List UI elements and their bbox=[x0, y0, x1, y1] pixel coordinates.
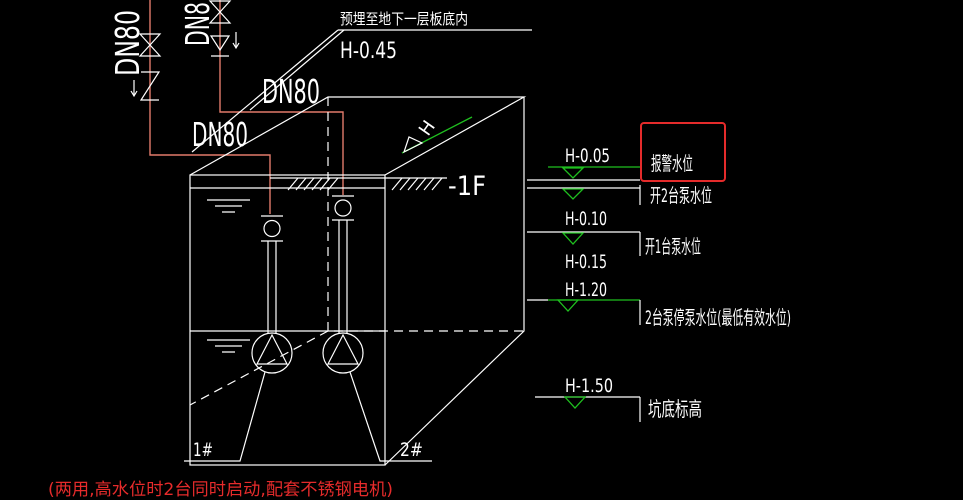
pipe-size-label-lower: DN80 bbox=[192, 115, 248, 154]
alarm-level-highlight-box bbox=[640, 122, 726, 182]
pump-2-label: 2# bbox=[400, 439, 423, 461]
start-two-pumps-triangle-icon bbox=[561, 188, 585, 200]
pit-bottom-triangle-icon bbox=[563, 396, 587, 409]
pump-2-impeller-icon bbox=[327, 333, 359, 365]
start-one-pump-elevation-lower: H-0.15 bbox=[565, 251, 607, 273]
pit-bottom-description: 坑底标高 bbox=[648, 397, 702, 421]
stop-pumps-triangle-icon bbox=[556, 299, 580, 312]
stop-pumps-description: 2台泵停泵水位(最低有效水位) bbox=[645, 307, 791, 329]
pump-1-riser bbox=[267, 241, 277, 333]
embed-note-leader-1 bbox=[191, 29, 339, 153]
riser-1-size-label: DN80 bbox=[108, 10, 147, 76]
embed-note-text: 预埋至地下一层板底内 bbox=[340, 10, 468, 28]
riser-2-size-label: DN8 bbox=[178, 2, 217, 46]
alarm-level-elevation: H-0.05 bbox=[565, 145, 610, 167]
water-level-stop-pumps: H-1.20 2台泵停泵水位(最低有效水位) bbox=[527, 279, 791, 329]
water-level-pit-bottom: H-1.50 坑底标高 bbox=[535, 375, 702, 422]
water-level-start-one-pump: H-0.10 开1台泵水位 H-0.15 bbox=[527, 208, 701, 273]
start-one-pump-elevation-upper: H-0.10 bbox=[565, 208, 607, 230]
pump-2-icon bbox=[322, 332, 364, 374]
discharge-pipe-2-group: DN8 bbox=[178, 0, 344, 195]
discharge-pipe-1 bbox=[149, 0, 271, 214]
pump-1-icon bbox=[251, 332, 293, 374]
pit-bottom-elevation: H-1.50 bbox=[565, 375, 613, 397]
start-one-pump-triangle-icon bbox=[561, 232, 585, 245]
embed-note-elevation: H-0.45 bbox=[340, 39, 397, 64]
pump-1-assembly: 1# bbox=[184, 215, 293, 462]
alarm-level-description: 报警水位 bbox=[651, 153, 693, 175]
floor-level-label: -1F bbox=[448, 171, 486, 202]
check-valve-2-icon bbox=[209, 35, 231, 57]
water-surface-low-icon bbox=[207, 339, 250, 353]
gate-valve-2-icon bbox=[208, 0, 232, 24]
pump-footnote: (两用,高水位时2台同时启动,配套不锈钢电机) bbox=[48, 480, 393, 500]
discharge-pipe-1-group: DN80 bbox=[108, 0, 271, 214]
start-two-pumps-description: 开2台泵水位 bbox=[650, 185, 712, 207]
pump-1-label: 1# bbox=[193, 439, 213, 461]
pump-2-leader bbox=[349, 371, 432, 462]
pump-2-assembly: 2# bbox=[322, 195, 432, 462]
flow-arrow-1-icon bbox=[130, 80, 138, 98]
floor-slab: -1F bbox=[270, 171, 486, 202]
pump-2-valve-flanges bbox=[332, 195, 354, 221]
embed-note-leader-2 bbox=[249, 29, 345, 111]
alarm-level-triangle-icon bbox=[561, 167, 585, 179]
pump-2-riser bbox=[338, 220, 348, 333]
water-surface-high-icon bbox=[207, 199, 250, 213]
stop-pumps-elevation: H-1.20 bbox=[565, 279, 607, 301]
water-level-alarm: H-0.05 报警水位 bbox=[527, 145, 693, 181]
flow-arrow-2-icon bbox=[232, 32, 240, 50]
pump-1-ball-valve-icon bbox=[263, 219, 281, 238]
water-level-start-two-pumps: 开2台泵水位 bbox=[527, 185, 712, 207]
sump-pit-right-face bbox=[384, 97, 525, 466]
floor-slab-hatch bbox=[287, 177, 443, 191]
pump-2-ball-valve-icon bbox=[334, 199, 352, 217]
slope-mark-arrow-icon bbox=[402, 136, 424, 154]
pump-1-impeller-icon bbox=[256, 333, 288, 365]
check-valve-1-icon bbox=[139, 71, 161, 101]
start-one-pump-description: 开1台泵水位 bbox=[645, 236, 701, 258]
pump-1-valve-flanges bbox=[261, 215, 283, 242]
pipe-size-label-upper: DN80 bbox=[262, 72, 320, 111]
pump-1-leader bbox=[184, 371, 266, 462]
sump-pit-front-face bbox=[189, 174, 386, 466]
sump-pit-top-face bbox=[189, 96, 527, 176]
gate-valve-1-icon bbox=[138, 33, 162, 57]
